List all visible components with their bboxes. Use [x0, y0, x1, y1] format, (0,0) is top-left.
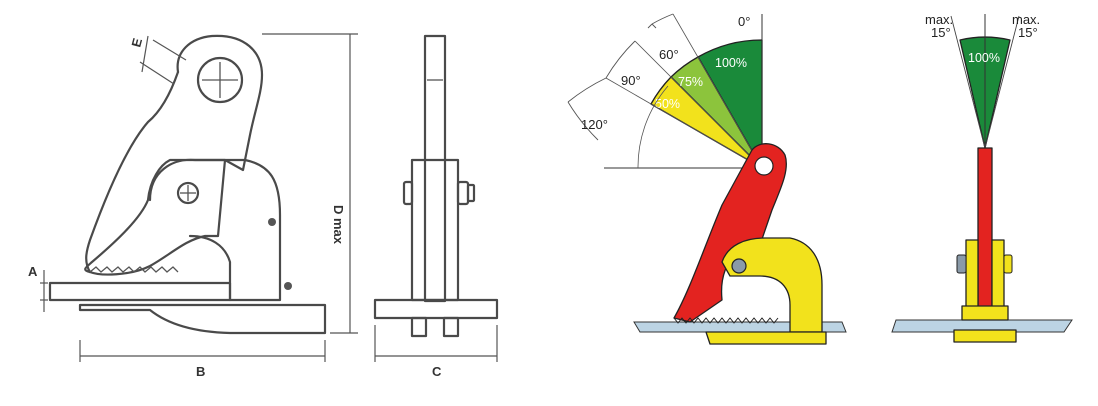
max-left-label: max. 15°	[925, 12, 957, 40]
max-right-line2: 15°	[1018, 25, 1038, 40]
dimension-c-label: C	[432, 364, 442, 379]
angle-0-label: 0°	[738, 14, 750, 29]
side-capacity-label: 100%	[968, 51, 1000, 65]
max-left-line1: max.	[925, 12, 953, 27]
max-right-label: max. 15°	[1012, 12, 1044, 40]
yellow-base	[705, 331, 827, 345]
clamp-sketch-front-view: C	[373, 34, 499, 379]
dimension-e-label: E	[128, 36, 145, 49]
yellow-body	[721, 237, 823, 333]
side-steel-plate	[891, 319, 1073, 333]
side-yellow-base	[953, 329, 1017, 343]
angle-120-label: 120°	[581, 117, 608, 132]
capacity-100-label: 100%	[715, 56, 747, 70]
pivot-bolt-icon	[731, 258, 747, 274]
clamp-sketch-side-view: A B D max E	[28, 33, 358, 379]
max-right-line1: max.	[1012, 12, 1040, 27]
side-nut-right-icon	[1003, 254, 1013, 274]
dimension-b-label: B	[196, 364, 205, 379]
side-yellow-jaw	[961, 305, 1009, 321]
capacity-75-label: 75%	[678, 75, 703, 89]
angle-capacity-diagram: 100% 75% 50% 0° 60° 90° 120°	[567, 13, 847, 345]
capacity-50-label: 50%	[655, 97, 680, 111]
side-red-arm	[977, 147, 993, 321]
dimension-d-label: D max	[331, 205, 346, 245]
side-tilt-diagram: 100% max. 15° max. 15°	[891, 12, 1073, 343]
dimension-a-label: A	[28, 264, 38, 279]
angle-60-label: 60°	[659, 47, 679, 62]
angle-90-label: 90°	[621, 73, 641, 88]
max-left-line2: 15°	[931, 25, 951, 40]
side-bolt-left-icon	[956, 254, 967, 274]
